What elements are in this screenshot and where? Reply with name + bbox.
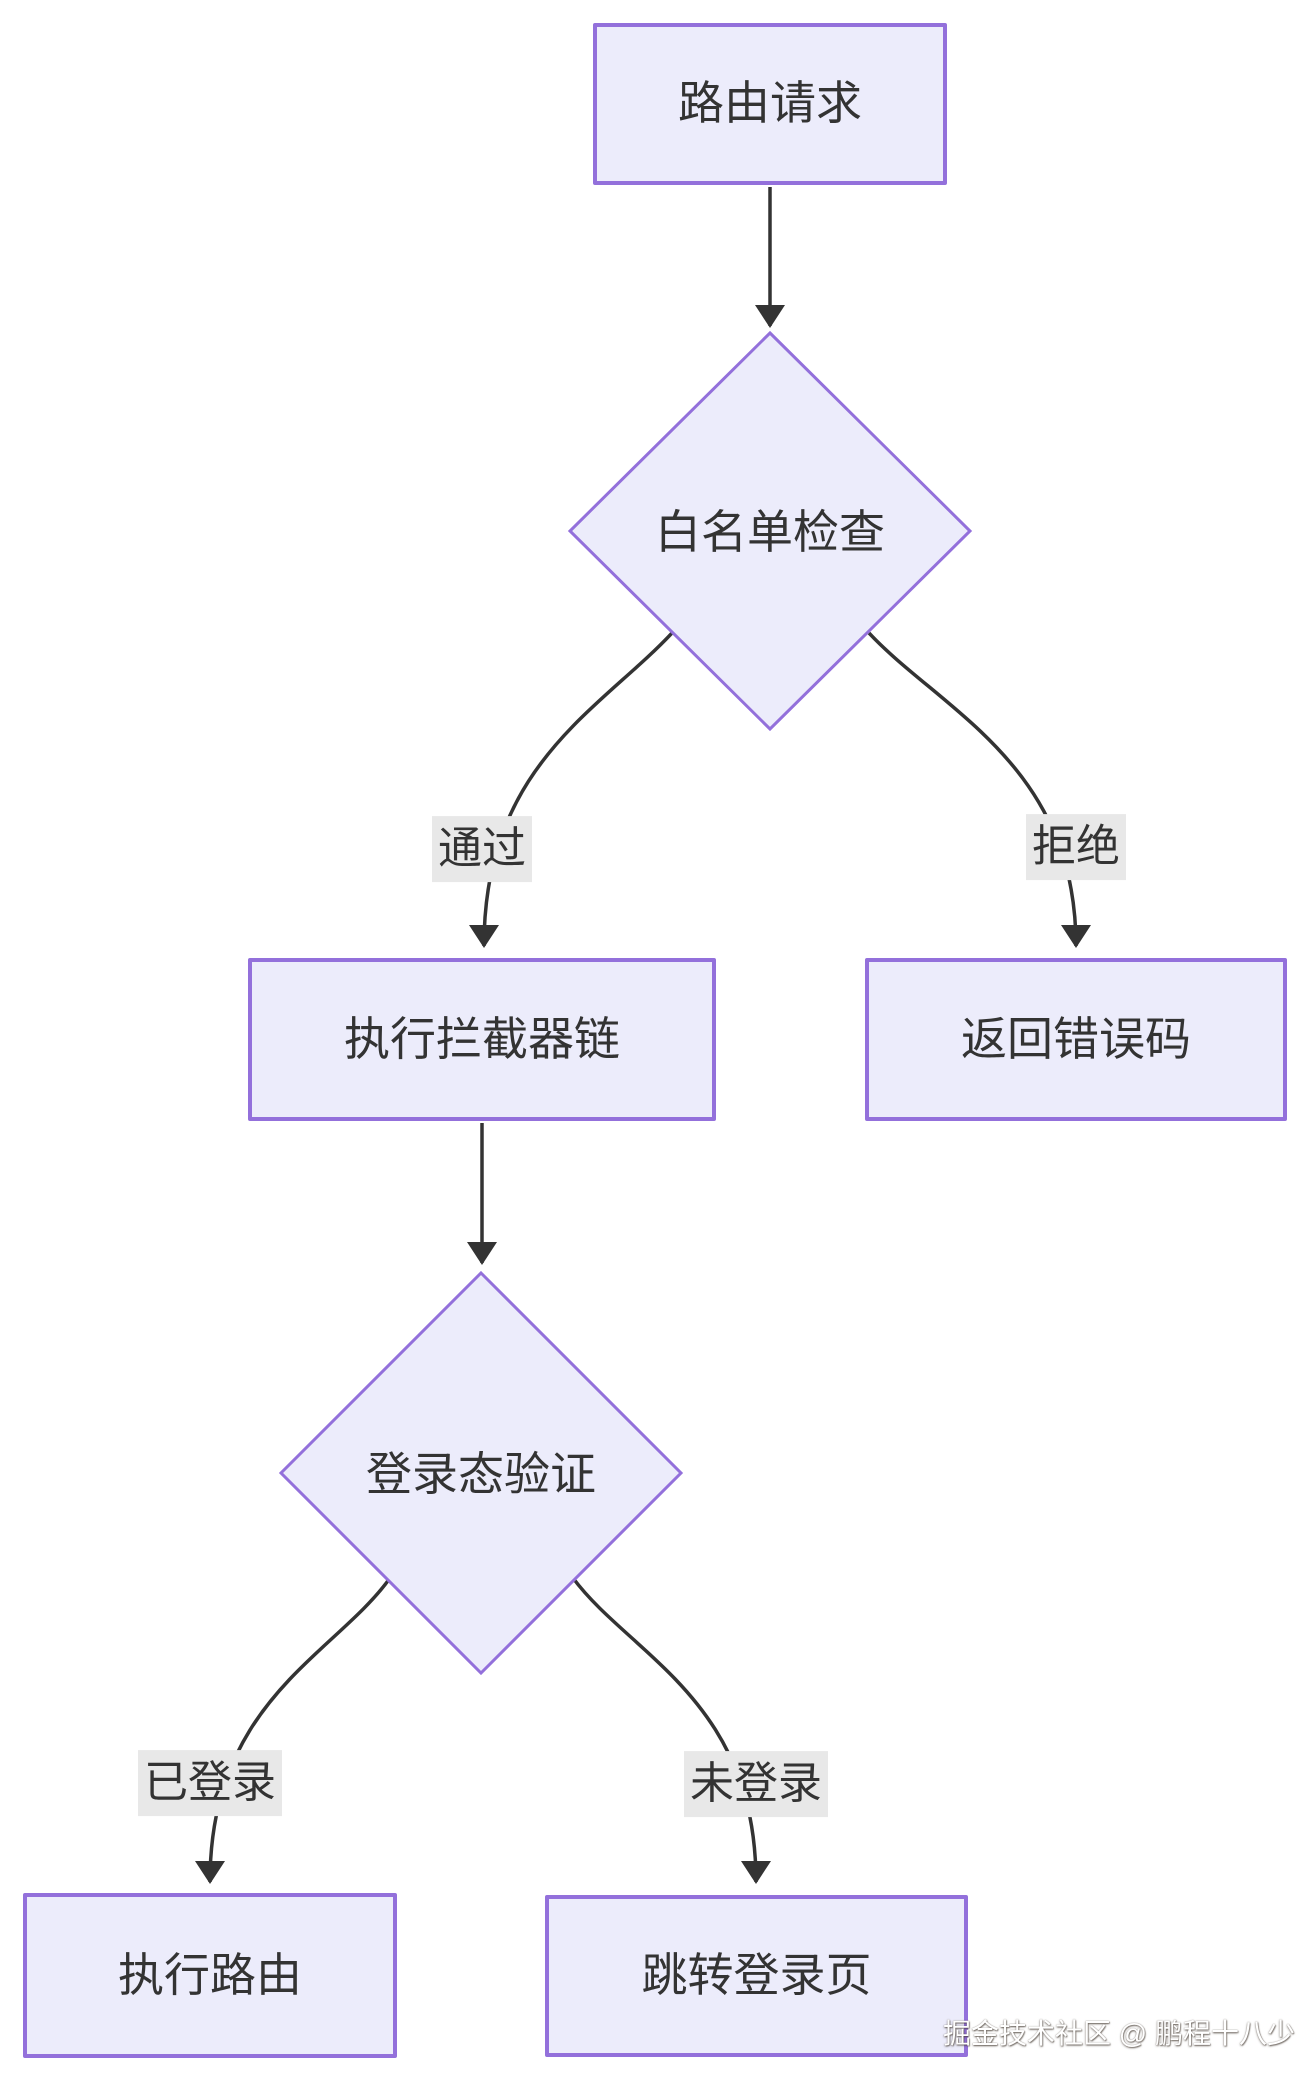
edge-label-pass: 通过 [432,816,532,882]
node-execute-route-label: 执行路由 [118,1948,302,2001]
edge-label-not-logged-in: 未登录 [684,1751,828,1817]
watermark: 掘金技术社区 @ 鹏程十八少 [943,2018,1295,2049]
node-jump-login-label: 跳转登录页 [641,1949,872,2002]
edge-login-yes [195,1576,392,1884]
edge-label-reject: 拒绝 [1026,814,1126,880]
edge-whitelist-pass [469,631,674,948]
node-jump-login: 跳转登录页 [545,1895,968,2057]
login-check-diamond [278,1270,684,1676]
edge-login-no [571,1576,771,1884]
node-whitelist-check-label: 白名单检查 [655,506,885,559]
edge-whitelist-reject [867,631,1091,948]
edge-label-logged-in: 已登录 [138,1750,282,1816]
node-interceptor-chain: 执行拦截器链 [248,958,716,1121]
node-login-check-label: 登录态验证 [366,1448,596,1501]
node-route-request-label: 路由请求 [678,77,862,130]
node-interceptor-chain-label: 执行拦截器链 [344,1012,620,1065]
node-return-error-label: 返回错误码 [961,1012,1191,1065]
node-route-request: 路由请求 [593,23,947,185]
whitelist-check-diamond [567,330,973,732]
node-execute-route: 执行路由 [23,1893,397,2058]
node-return-error: 返回错误码 [865,958,1287,1121]
